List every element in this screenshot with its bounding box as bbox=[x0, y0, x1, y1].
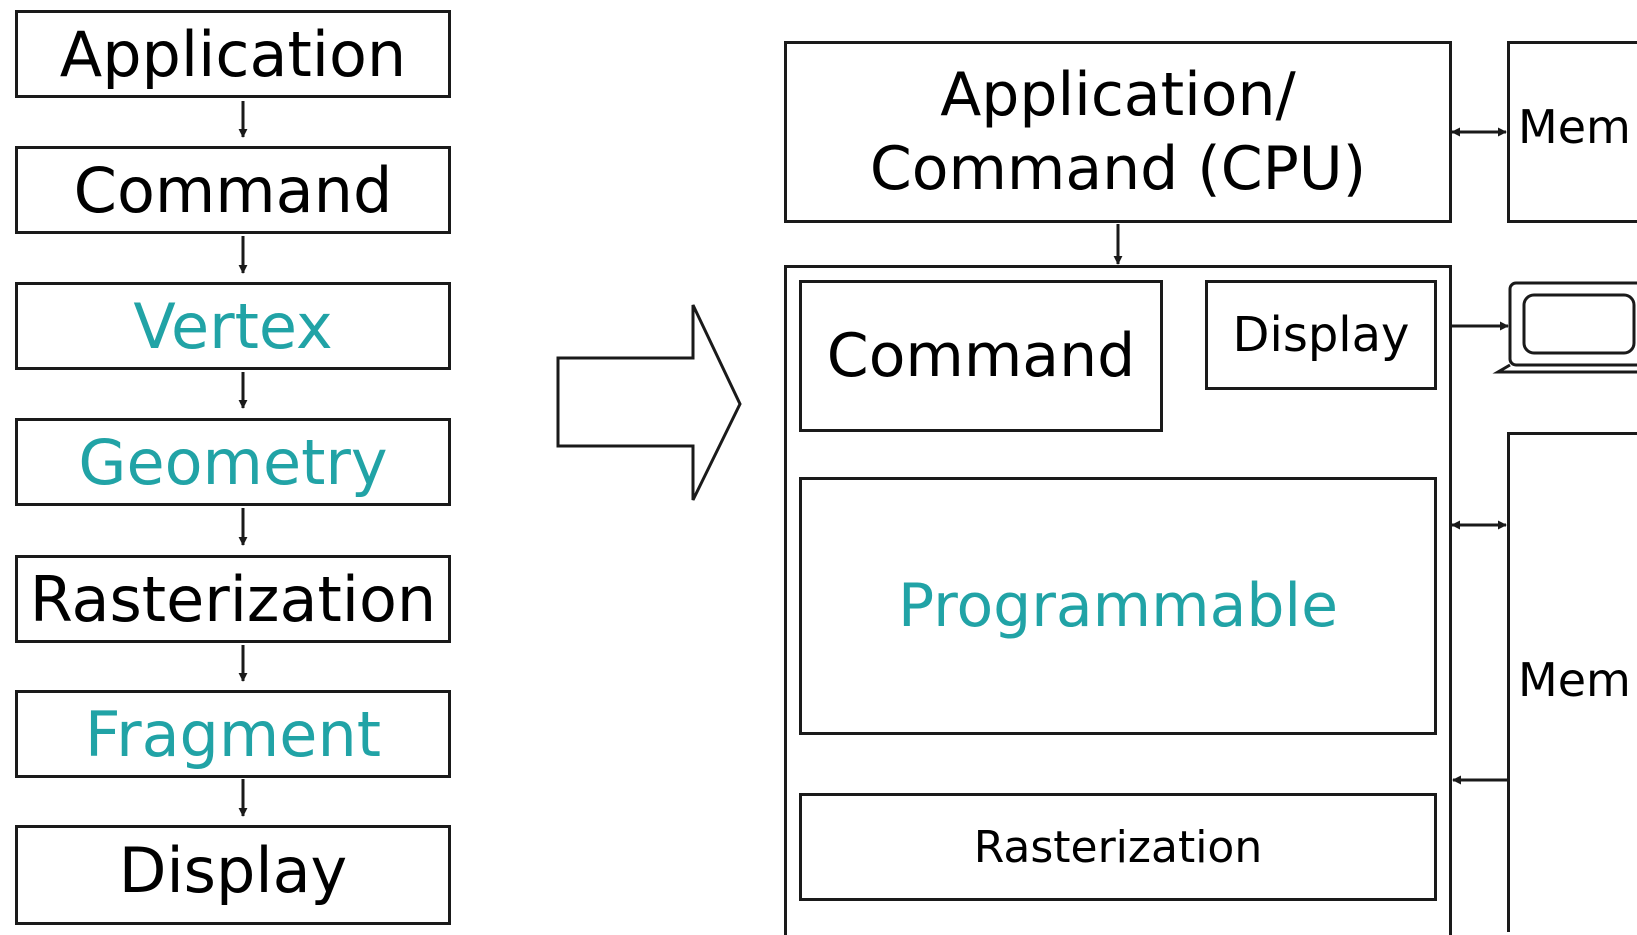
stage-vertex: Vertex bbox=[15, 282, 451, 370]
gpu-programmable-label: Programmable bbox=[897, 571, 1339, 641]
stage-label: Fragment bbox=[84, 697, 382, 771]
gpu-display-box: Display bbox=[1205, 280, 1437, 390]
stage-label: Application bbox=[59, 17, 407, 91]
gpu-programmable-box: Programmable bbox=[799, 477, 1437, 735]
gpu-rasterization-box: Rasterization bbox=[799, 793, 1437, 901]
stage-label: Geometry bbox=[78, 425, 388, 499]
monitor-icon bbox=[1492, 281, 1637, 374]
gpu-rasterization-label: Rasterization bbox=[973, 821, 1263, 873]
cpu-memory-box: Mem bbox=[1507, 41, 1637, 223]
gpu-command-box: Command bbox=[799, 280, 1163, 432]
stage-label: Display bbox=[118, 834, 348, 907]
gpu-display-label: Display bbox=[1232, 307, 1410, 363]
stage-geometry: Geometry bbox=[15, 418, 451, 506]
gpu-memory-box: Mem bbox=[1507, 432, 1637, 932]
stage-application: Application bbox=[15, 10, 451, 98]
stage-rasterization: Rasterization bbox=[15, 555, 451, 643]
stage-label: Rasterization bbox=[29, 562, 437, 636]
stage-label: Vertex bbox=[133, 289, 333, 363]
gpu-memory-label: Mem bbox=[1518, 653, 1631, 707]
stage-command: Command bbox=[15, 146, 451, 234]
cpu-box-line2: Command (CPU) bbox=[869, 134, 1367, 204]
cpu-box-line1: Application/ bbox=[940, 60, 1296, 130]
stage-fragment: Fragment bbox=[15, 690, 451, 778]
stage-display: Display bbox=[15, 825, 451, 925]
cpu-box: Application/ Command (CPU) bbox=[784, 41, 1452, 223]
stage-label: Command bbox=[73, 153, 393, 227]
gpu-command-label: Command bbox=[826, 321, 1136, 391]
big-right-arrow-icon bbox=[556, 304, 742, 501]
cpu-memory-label: Mem bbox=[1518, 100, 1631, 154]
